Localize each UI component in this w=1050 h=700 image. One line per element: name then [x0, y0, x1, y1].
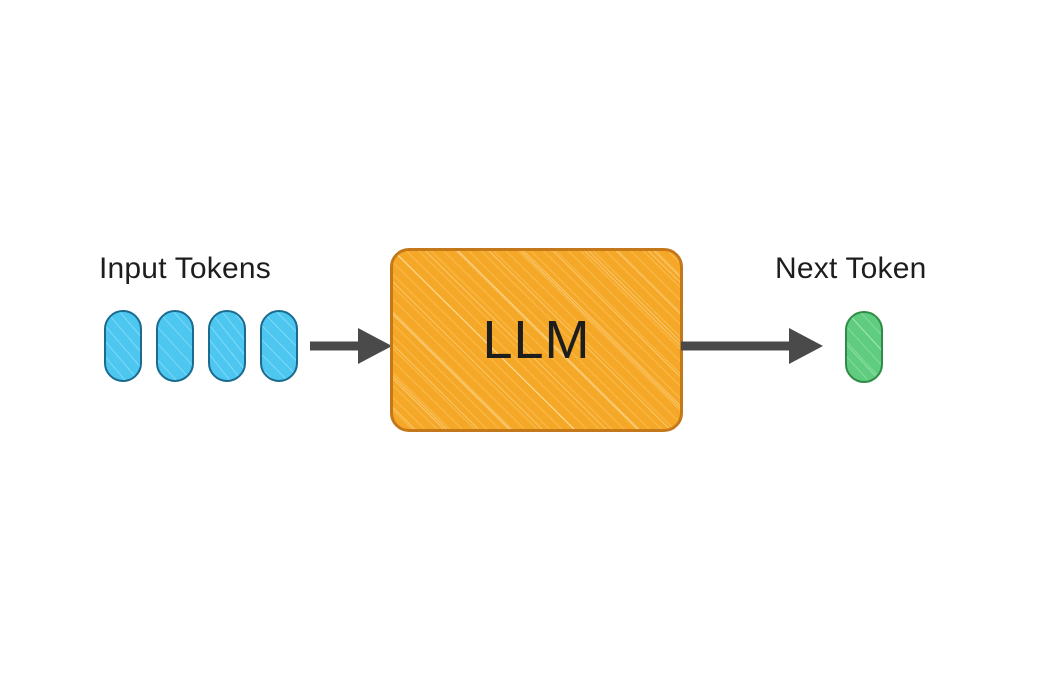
next-token-pill — [845, 311, 883, 383]
arrow-right-icon — [681, 328, 823, 364]
hatch-texture — [262, 312, 296, 380]
input-token-pill — [104, 310, 142, 382]
hatch-texture — [393, 251, 680, 429]
input-token-pill — [260, 310, 298, 382]
arrow-right-icon — [310, 328, 392, 364]
hatch-texture — [210, 312, 244, 380]
next-token-label: Next Token — [775, 252, 927, 285]
hatch-texture — [158, 312, 192, 380]
hatch-texture — [847, 313, 881, 381]
llm-label: LLM — [482, 310, 591, 370]
input-tokens-label: Input Tokens — [99, 252, 271, 285]
llm-node: LLM — [390, 248, 683, 432]
hatch-texture — [106, 312, 140, 380]
input-token-pill — [208, 310, 246, 382]
input-token-pill — [156, 310, 194, 382]
